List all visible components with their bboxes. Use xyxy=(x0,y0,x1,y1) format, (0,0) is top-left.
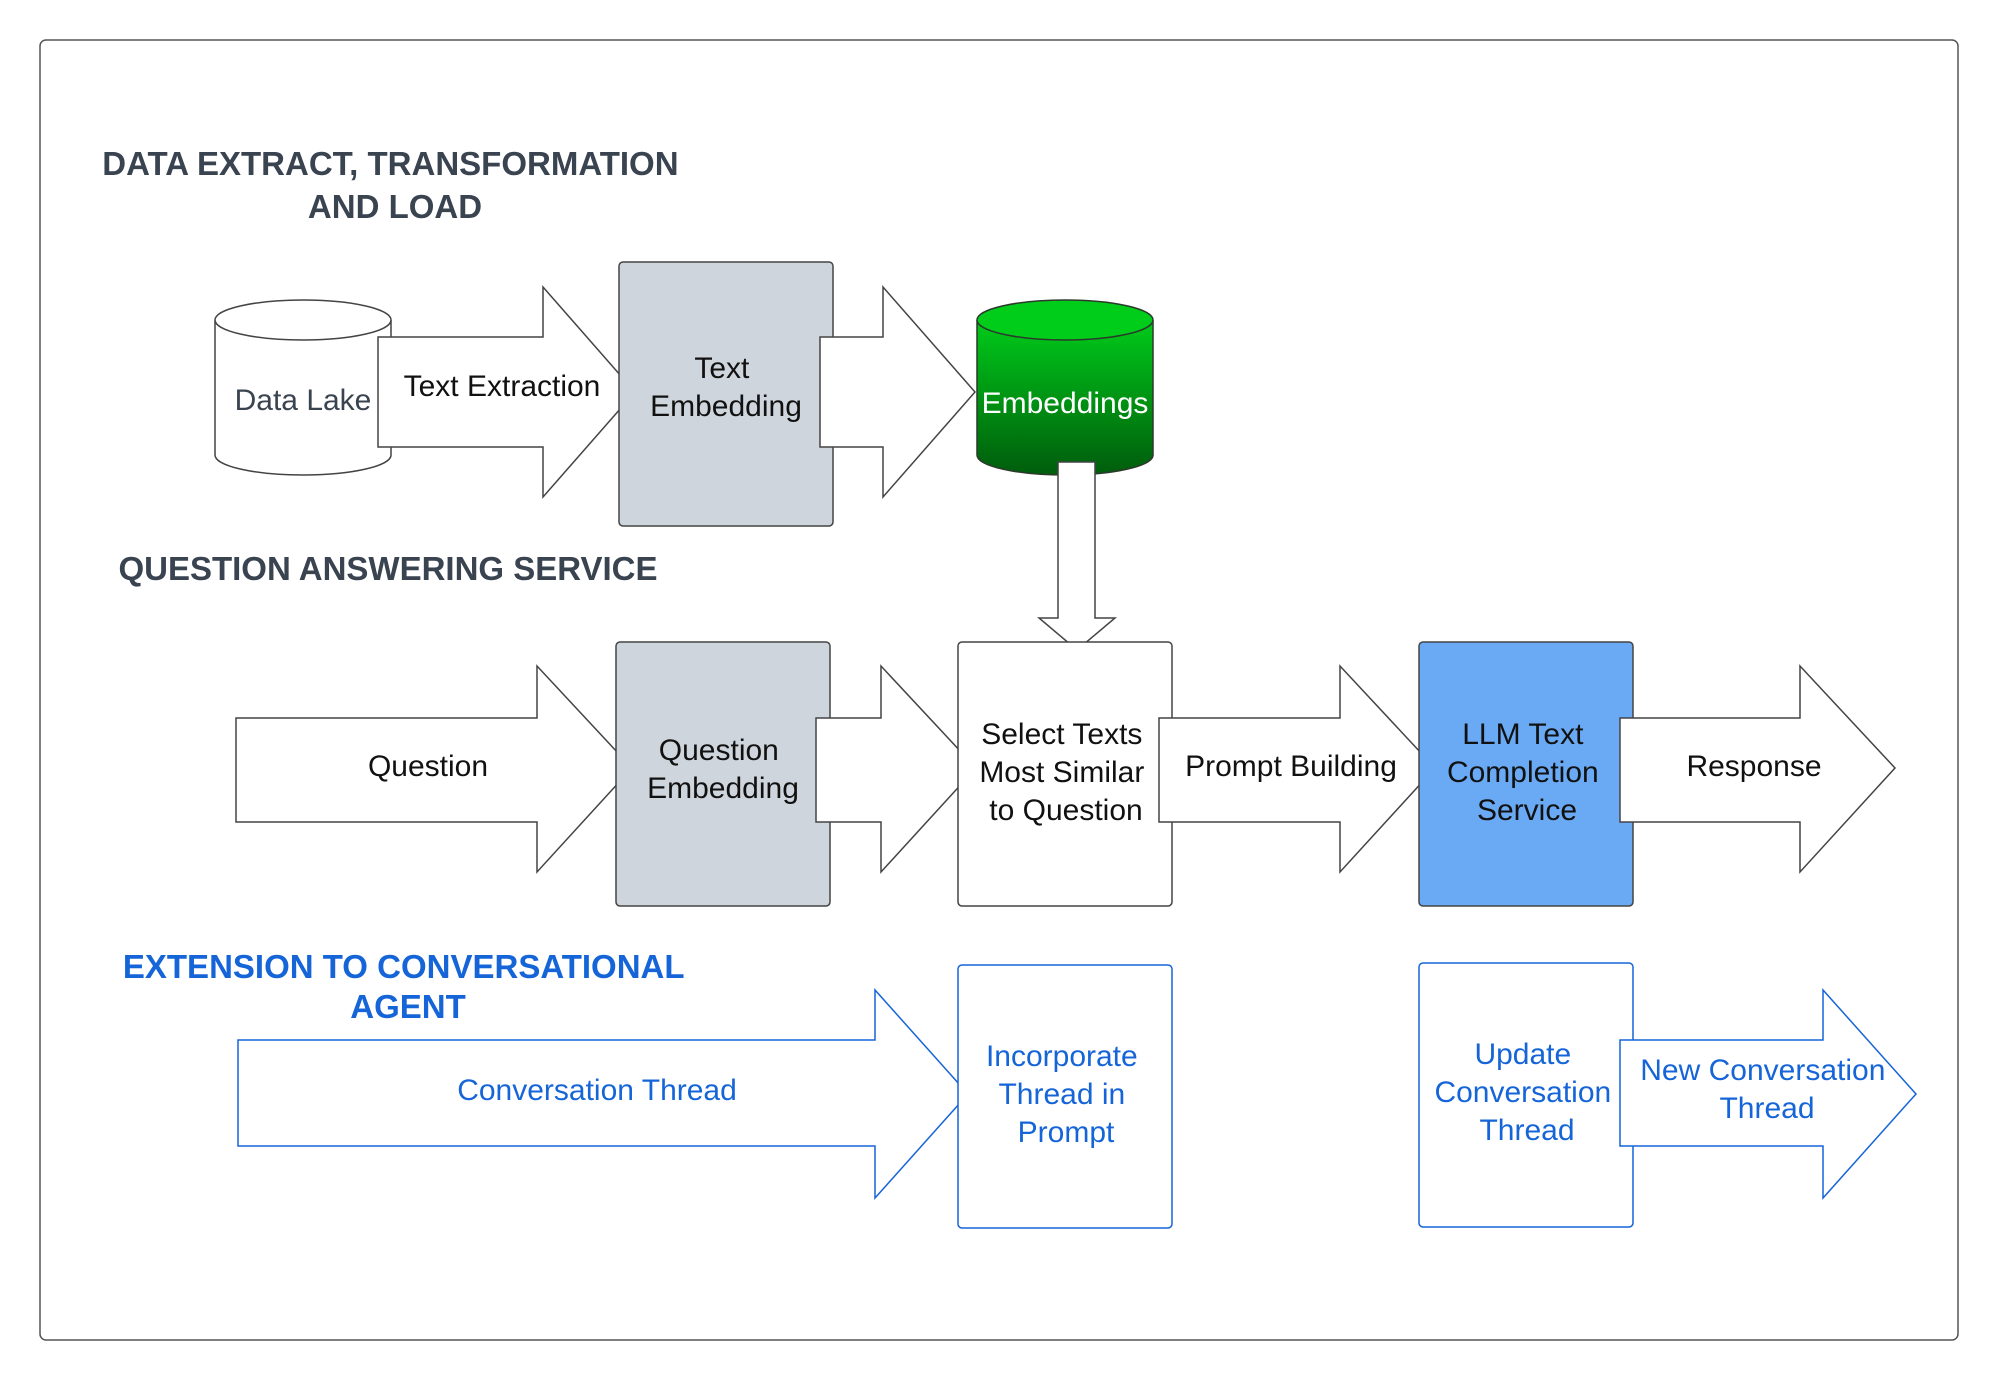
incorporate-thread-label: Incorporate Thread in Prompt xyxy=(986,1040,1146,1149)
incorporate-thread-box xyxy=(957,964,1173,1229)
text-extraction-arrow xyxy=(377,285,636,499)
conversation-thread-arrow xyxy=(237,988,970,1200)
text-embedding-label: Text Embedding xyxy=(650,352,802,423)
qa-section-title: QUESTION ANSWERING SERVICE xyxy=(118,550,657,587)
embedding-to-store-arrow xyxy=(819,285,976,499)
extension-section-title: EXTENSION TO CONVERSATIONAL AGENT xyxy=(123,948,693,1025)
embedding-to-select-arrow xyxy=(815,664,978,874)
text-extraction-label: Text Extraction xyxy=(404,370,601,403)
llm-service-label: LLM Text Completion Service xyxy=(1447,718,1607,827)
question-arrow xyxy=(235,664,634,874)
update-thread-label: Update Conversation Thread xyxy=(1434,1038,1619,1147)
prompt-building-label: Prompt Building xyxy=(1185,750,1397,783)
embeddings-down-arrow xyxy=(1036,461,1118,651)
embeddings-cylinder xyxy=(976,299,1154,476)
response-arrow xyxy=(1619,664,1897,874)
prompt-building-arrow xyxy=(1158,664,1437,874)
new-thread-label: New Conversation Thread xyxy=(1640,1054,1893,1125)
question-label: Question xyxy=(368,750,488,783)
data-lake-cylinder xyxy=(214,299,392,476)
question-embedding-label: Question Embedding xyxy=(647,734,799,805)
data-lake-label: Data Lake xyxy=(235,384,372,417)
new-thread-arrow xyxy=(1619,988,1918,1200)
response-label: Response xyxy=(1686,750,1821,783)
conversation-thread-label: Conversation Thread xyxy=(457,1074,737,1107)
etl-section-title: DATA EXTRACT, TRANSFORMATION AND LOAD xyxy=(102,145,687,225)
embeddings-label: Embeddings xyxy=(982,387,1149,420)
select-texts-label: Select Texts Most Similar to Question xyxy=(979,718,1152,827)
